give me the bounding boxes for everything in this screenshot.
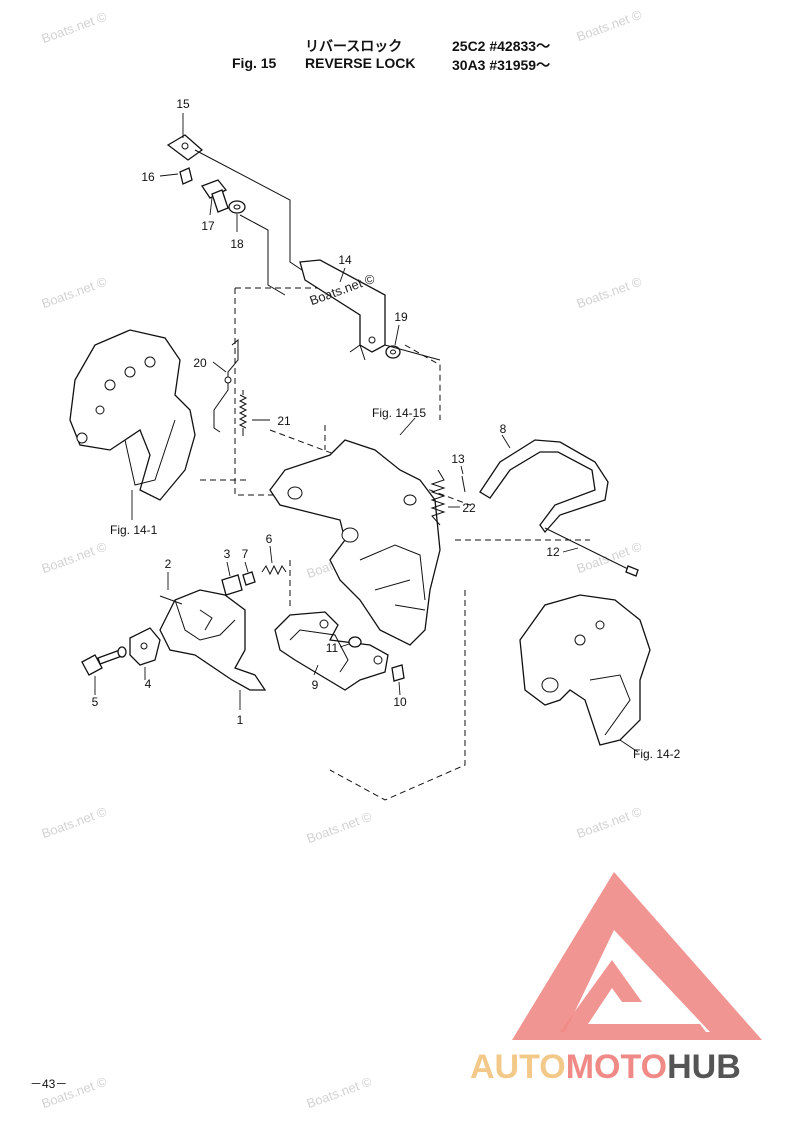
model-range-1: 25C2 #42833～ bbox=[452, 38, 551, 54]
figure-ref-14-15: Fig. 14-15 bbox=[372, 406, 426, 420]
part-11-nut bbox=[348, 636, 362, 648]
figure-ref-14-2: Fig. 14-2 bbox=[633, 747, 681, 761]
callout-8: 8 bbox=[500, 422, 507, 436]
callout-11: 11 bbox=[326, 641, 339, 655]
part-5-bolt bbox=[81, 646, 127, 676]
callout-9: 9 bbox=[312, 678, 319, 692]
part-18-washer bbox=[228, 200, 246, 214]
part-10-screw bbox=[391, 664, 405, 682]
figure-label: Fig. 15 bbox=[232, 55, 277, 71]
callout-22: 22 bbox=[462, 501, 476, 515]
assembly-guide-lines bbox=[200, 287, 590, 801]
automotohub-wordmark: AUTOMOTOHUB bbox=[470, 1048, 741, 1087]
callout-14: 14 bbox=[338, 253, 352, 267]
callout-17: 17 bbox=[201, 219, 215, 233]
callout-16: 16 bbox=[141, 170, 155, 184]
part-12-shaft bbox=[544, 527, 639, 577]
title-english: REVERSE LOCK bbox=[305, 55, 416, 71]
part-2-pin bbox=[159, 595, 183, 605]
model-range-2: 30A3 #31959～ bbox=[452, 57, 551, 73]
automotohub-logo-icon bbox=[512, 872, 762, 1040]
part-8-tilt-grip bbox=[479, 439, 609, 534]
fig-14-15-swivel-bracket bbox=[269, 439, 441, 646]
callout-20: 20 bbox=[193, 356, 207, 370]
callout-6: 6 bbox=[266, 532, 273, 546]
part-15-plate bbox=[166, 134, 204, 161]
brand-part-2: MOTO bbox=[565, 1048, 668, 1086]
callout-12: 12 bbox=[546, 545, 560, 559]
callout-1: 1 bbox=[237, 713, 244, 727]
part-3-collar bbox=[221, 574, 243, 596]
callout-4: 4 bbox=[145, 677, 152, 691]
page-number: －43－ bbox=[30, 1077, 68, 1091]
part-22-spring bbox=[430, 469, 446, 526]
brand-part-3: HUB bbox=[667, 1048, 741, 1086]
part-16-clip bbox=[179, 167, 193, 185]
part-6-spring bbox=[261, 564, 287, 576]
callout-21: 21 bbox=[277, 414, 291, 428]
callout-13: 13 bbox=[451, 452, 465, 466]
callout-7: 7 bbox=[242, 547, 249, 561]
callout-2: 2 bbox=[165, 557, 172, 571]
callout-19: 19 bbox=[394, 310, 408, 324]
part-4-plate bbox=[129, 627, 161, 666]
title-japanese: リバースロック bbox=[305, 38, 403, 54]
callout-5: 5 bbox=[92, 695, 99, 709]
callout-3: 3 bbox=[224, 547, 231, 561]
callout-15: 15 bbox=[176, 97, 190, 111]
callout-18: 18 bbox=[230, 237, 244, 251]
part-21-spring bbox=[238, 390, 248, 436]
part-19-nut bbox=[385, 345, 401, 359]
part-1-reverse-lock-arm bbox=[159, 589, 267, 691]
part-13-pin bbox=[461, 475, 466, 493]
fig-14-2-clamp-bracket bbox=[519, 594, 651, 746]
part-14-lock-plate bbox=[299, 259, 386, 361]
part-20-rod bbox=[213, 338, 239, 433]
brand-part-1: AUTO bbox=[470, 1048, 566, 1086]
callout-10: 10 bbox=[393, 695, 407, 709]
part-7-bushing bbox=[242, 571, 256, 586]
part-9-lock-bracket bbox=[274, 611, 389, 691]
fig-14-1-clamp-bracket bbox=[69, 329, 196, 501]
figure-ref-14-1: Fig. 14-1 bbox=[110, 523, 158, 537]
part-17-bolt bbox=[201, 179, 229, 213]
